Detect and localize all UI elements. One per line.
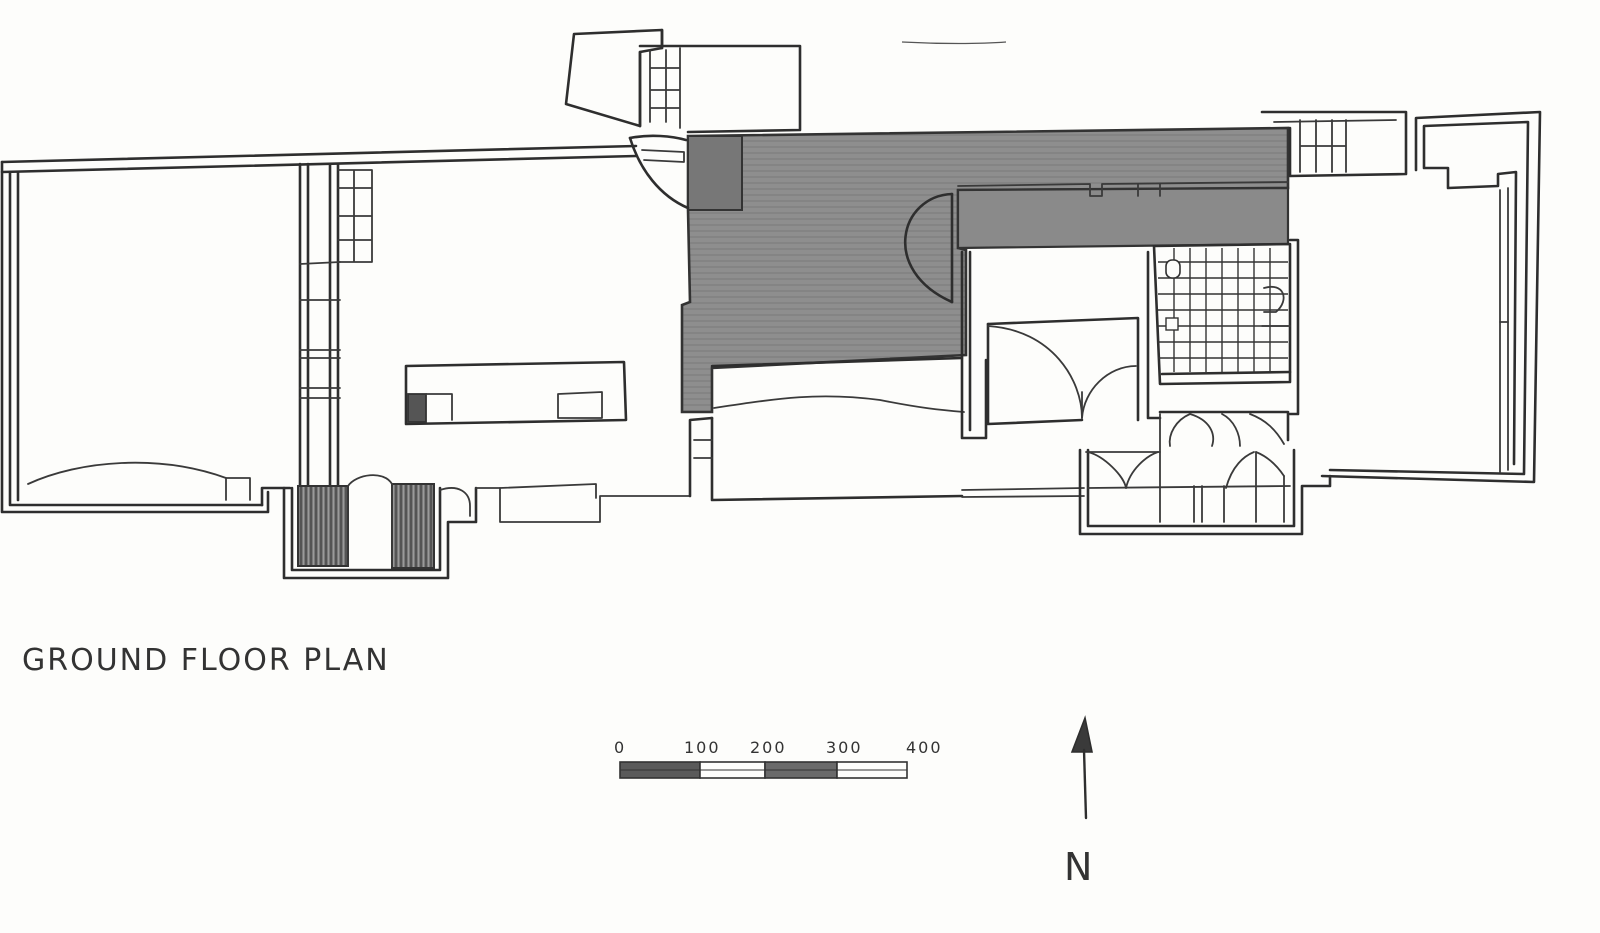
scale-label-200: 200 [750, 738, 787, 757]
north-stair-tower [564, 28, 802, 210]
scale-label-0: 0 [614, 738, 626, 757]
kitchen-counter [404, 360, 628, 426]
bathroom [1152, 242, 1292, 386]
scale-label-100: 100 [684, 738, 721, 757]
drawing-title: GROUND FLOOR PLAN [22, 643, 390, 678]
north-label: N [1064, 845, 1094, 889]
scale-label-400: 400 [906, 738, 943, 757]
scale-label-300: 300 [826, 738, 863, 757]
scale-bar: 0 100 200 300 400 [614, 738, 943, 779]
outer-walls [0, 110, 1542, 580]
details [693, 41, 1509, 459]
west-partition [27, 162, 373, 501]
closets [1085, 410, 1291, 523]
south-stairs [297, 474, 471, 569]
central-rooms [710, 181, 1289, 440]
north-arrow: N [1064, 715, 1094, 889]
